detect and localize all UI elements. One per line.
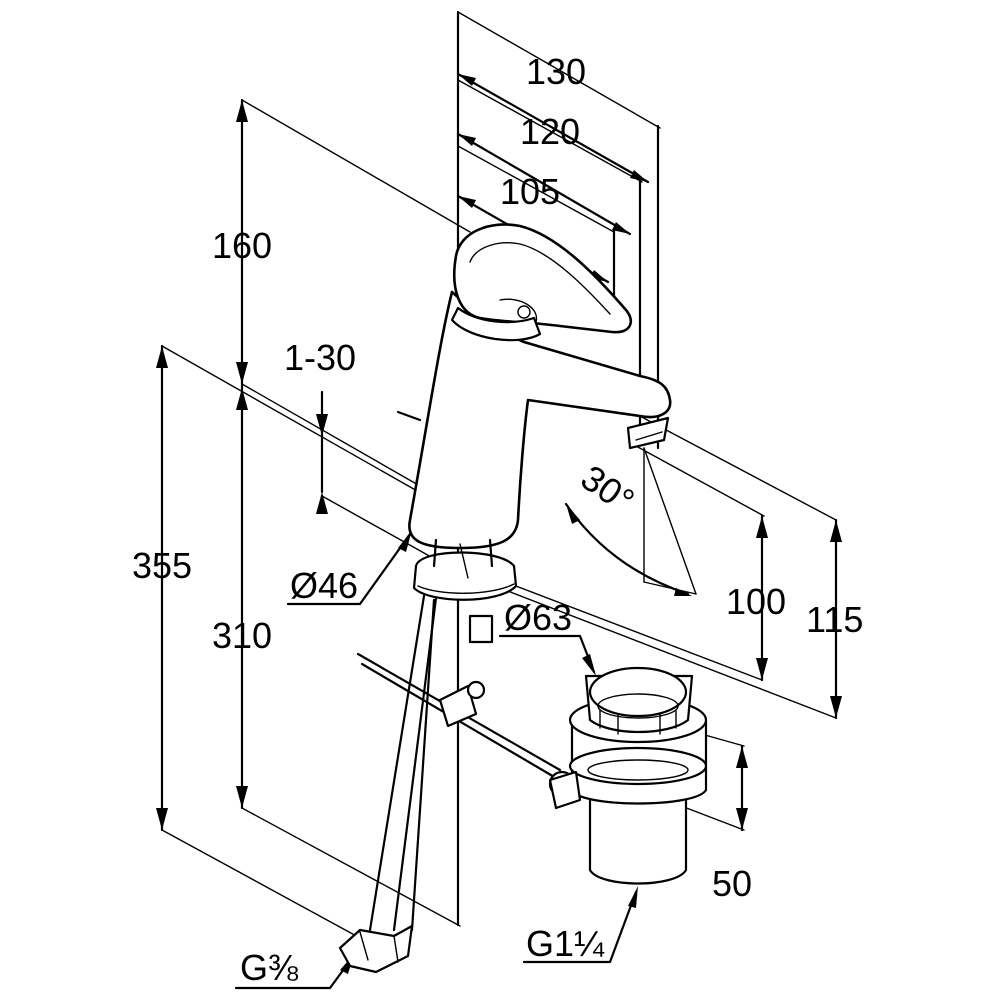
faucet (338, 223, 672, 974)
dim-50: 50 (712, 863, 752, 904)
dim-115: 115 (806, 599, 863, 640)
dim-130: 130 (526, 51, 586, 92)
dim-160: 160 (212, 225, 272, 266)
waste-valve (548, 666, 708, 885)
drain-plug (588, 666, 688, 718)
dim-1-30: 1-30 (284, 337, 356, 378)
dim-100: 100 (726, 581, 786, 622)
faucet-body (408, 290, 672, 550)
dim-105: 105 (500, 171, 560, 212)
spout-tip (626, 416, 670, 450)
dim-355: 355 (132, 545, 192, 586)
dim-angle-30: 30° (574, 457, 642, 522)
dim-diameter-63: Ø63 (504, 597, 572, 638)
dim-120: 120 (520, 111, 580, 152)
supply-hose (368, 594, 426, 932)
rod-clamp (438, 684, 478, 728)
dim-diameter-46: Ø46 (290, 565, 358, 606)
thread-supply-hose: G⅜ (240, 947, 299, 988)
lever-handle (453, 223, 633, 334)
base-ring (412, 551, 518, 601)
dim-310: 310 (212, 615, 272, 656)
thread-waste: G1¼ (526, 923, 605, 964)
